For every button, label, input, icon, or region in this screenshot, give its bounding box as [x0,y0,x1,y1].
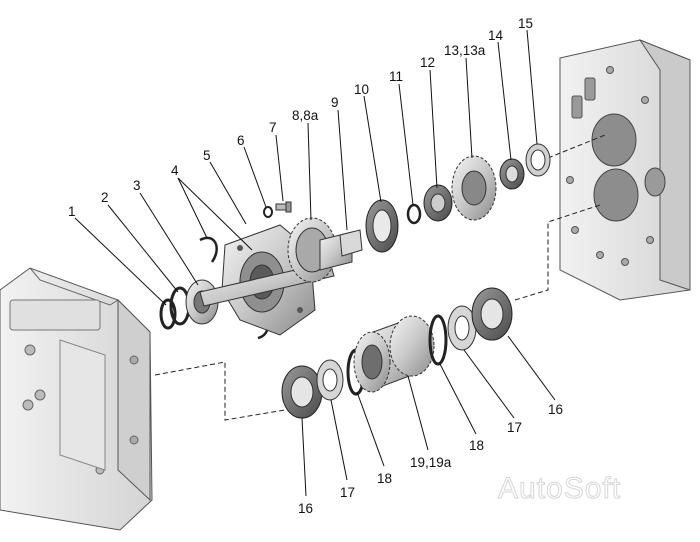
label-part-5: 5 [203,148,211,163]
label-part-7: 7 [269,120,277,135]
part-19-gear-cluster [353,315,435,393]
label-part-10: 10 [354,82,369,97]
part-number-labels: 1 2 3 4 5 6 7 8,8a 9 10 11 12 13,13a 14 … [68,16,563,516]
label-part-15: 15 [518,16,533,31]
label-part-14: 14 [488,28,504,43]
label-part-16-left: 16 [298,501,313,516]
label-part-18-left: 18 [377,471,392,486]
part-12-needle-bearing [423,184,453,222]
part-8-gear-shaft [287,217,353,283]
part-7-bolt [275,201,292,213]
part-13-gear [451,155,497,221]
label-part-1: 1 [68,204,76,219]
autosoft-watermark: AutoSoft [498,472,621,505]
part-6-washer [263,206,273,218]
label-part-17-left: 17 [340,485,355,500]
label-part-19: 19,19a [410,455,452,470]
part-17-washer-right [447,305,477,351]
label-part-16-right: 16 [548,402,563,417]
part-4-clip [199,236,218,263]
part-14-bearing [499,158,525,190]
right-housing [559,38,691,301]
part-1-snap-ring [159,298,177,330]
label-part-13: 13,13a [444,43,486,58]
label-part-12: 12 [420,55,435,70]
label-part-3: 3 [133,178,141,193]
part-15-washer [525,143,551,177]
label-part-11: 11 [389,69,403,84]
part-18-snap-ring-right [428,314,448,366]
label-part-6: 6 [237,133,245,148]
lower-shaft-assembly [281,287,513,419]
part-9-shaft [339,229,363,257]
part-16-bearing-right [471,287,513,341]
part-10-synchro-ring [365,199,399,253]
left-housing [0,267,153,531]
label-part-2: 2 [101,190,109,205]
assembly-axis-lines [154,134,606,421]
part-11-snap-ring [406,203,422,225]
part-17-washer-left [316,359,344,401]
label-part-9: 9 [331,95,339,110]
part-16-bearing-left [281,365,323,419]
label-part-8: 8,8a [292,108,319,123]
label-part-4: 4 [171,163,179,178]
upper-shaft-assembly [159,143,551,340]
leader-lines [74,29,556,497]
label-part-17-right: 17 [507,420,522,435]
label-part-18-right: 18 [469,438,484,453]
